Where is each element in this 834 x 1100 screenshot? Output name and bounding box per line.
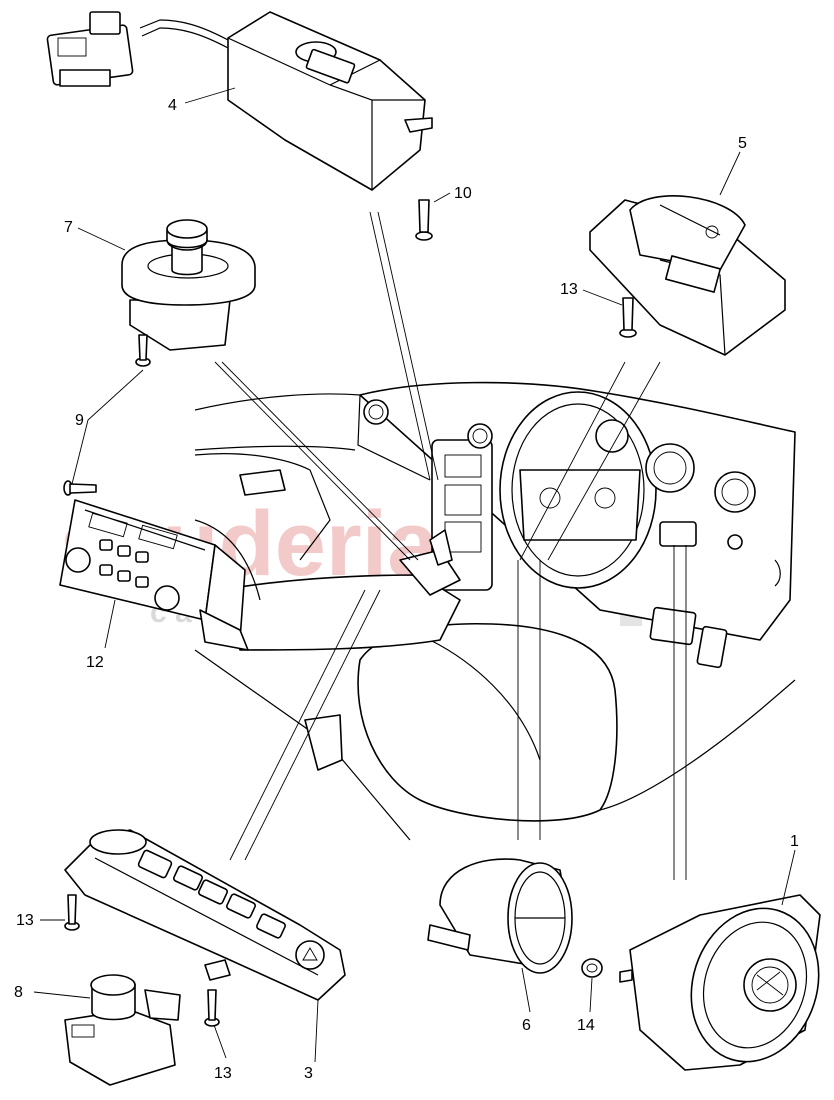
- part-4-module: [46, 11, 433, 191]
- part-13-screw-left: [64, 894, 80, 931]
- callout-5: 5: [738, 135, 747, 152]
- part-12-climate-panel: [59, 499, 249, 651]
- callout-labels: 4 10 5 13 7 9 12 13 8 13 3 6 14 1: [14, 97, 799, 1082]
- part-3-switch-strip: [64, 829, 346, 1001]
- part-1-mirror-switch: [619, 894, 821, 1071]
- part-9-screw-horizontal: [63, 480, 97, 496]
- callout-13-bottom: 13: [214, 1065, 232, 1082]
- part-8-push-button: [64, 974, 181, 1086]
- callout-12: 12: [86, 654, 104, 671]
- part-7-joystick-switch: [121, 219, 256, 351]
- callout-14: 14: [577, 1017, 595, 1034]
- part-6-switch-module: [427, 858, 573, 974]
- leader-lines: [214, 211, 687, 880]
- part-13-screw-bottom: [204, 989, 220, 1027]
- callout-4: 4: [168, 97, 177, 114]
- callout-13-left: 13: [16, 912, 34, 929]
- callout-8: 8: [14, 984, 23, 1001]
- part-9-screw: [135, 334, 151, 367]
- part-5-switch-housing: [589, 195, 786, 356]
- part-13-screw-top: [619, 297, 637, 338]
- part-10-screw: [415, 199, 433, 241]
- leader-9: [71, 369, 144, 485]
- callout-10: 10: [454, 185, 472, 202]
- callout-7: 7: [64, 219, 73, 236]
- callout-9: 9: [75, 412, 84, 429]
- part-14-nut: [581, 958, 603, 978]
- callout-6: 6: [522, 1017, 531, 1034]
- car-interior-illustration: [194, 381, 796, 841]
- callout-13-top: 13: [560, 281, 578, 298]
- callout-1: 1: [790, 833, 799, 850]
- callout-3: 3: [304, 1065, 313, 1082]
- callout-leaders: [33, 87, 796, 1063]
